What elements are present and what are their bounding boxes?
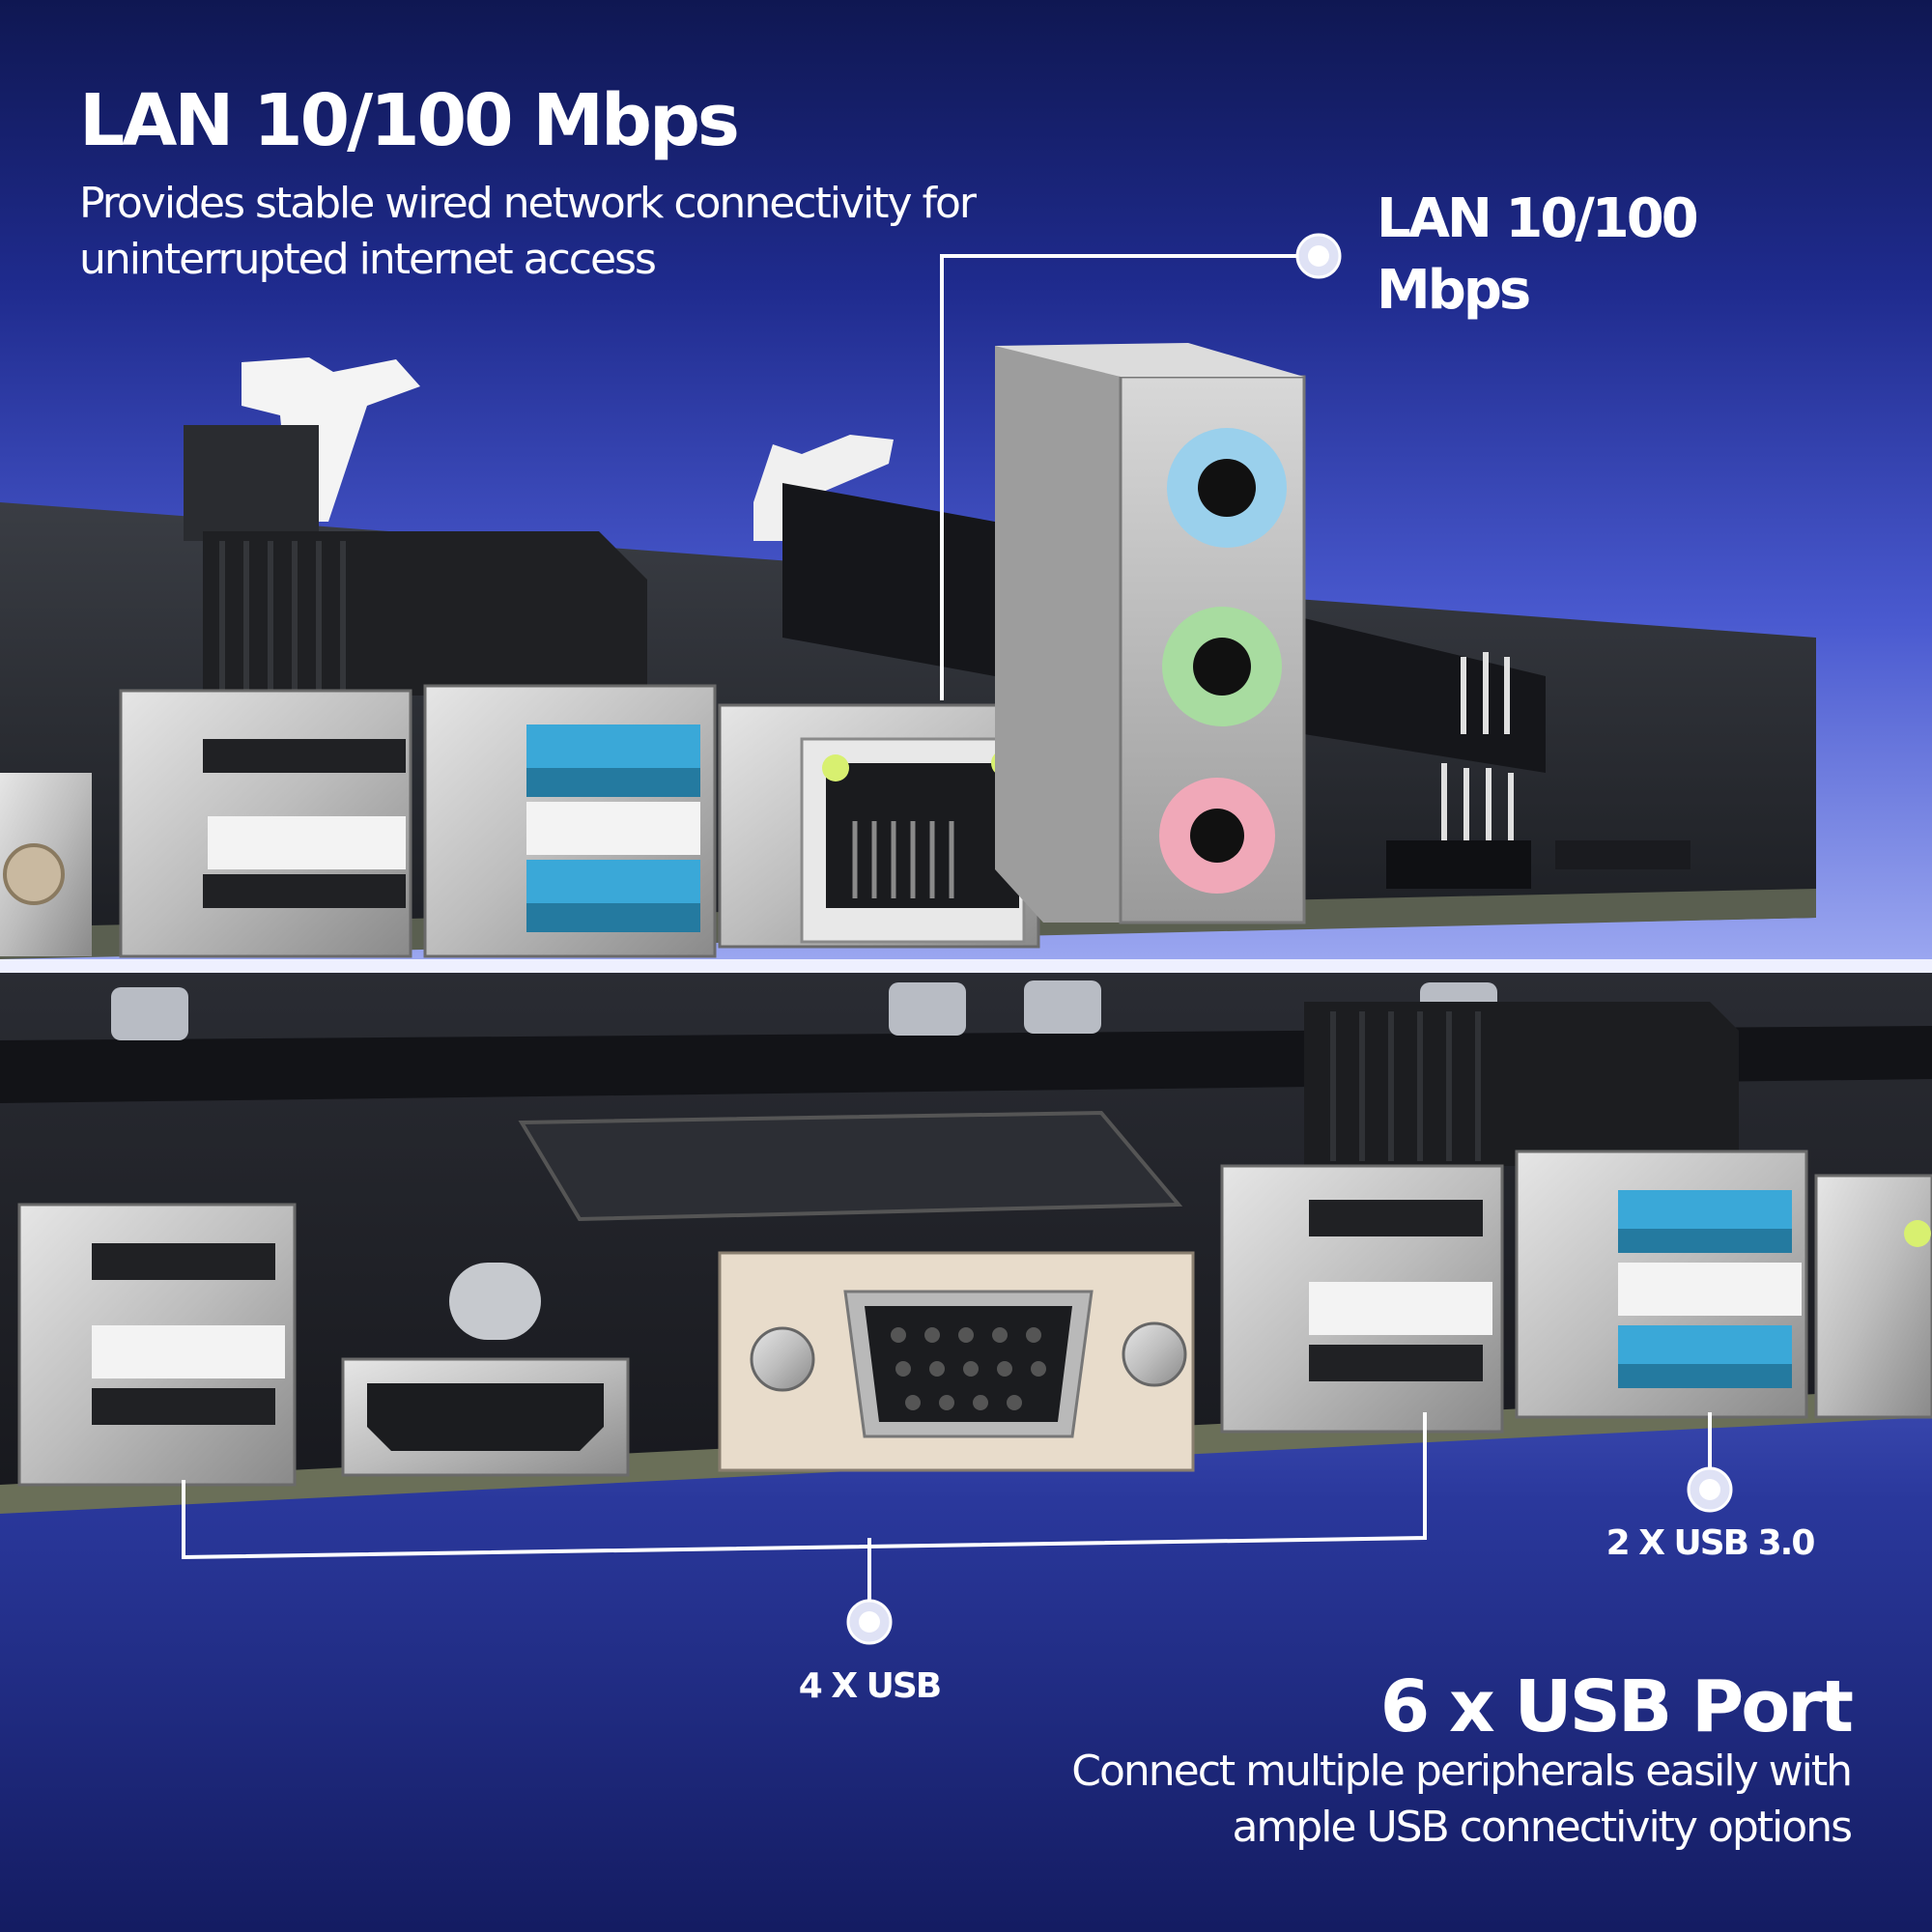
usb-description-line-2: ample USB connectivity options (1232, 1803, 1853, 1852)
description-line-2: uninterrupted internet access (79, 235, 657, 284)
motherboard-bottom-illustration (0, 973, 1932, 1645)
usb3-stack (423, 684, 717, 958)
hdmi-port (341, 1357, 630, 1477)
callout-label-usb: 4 X USB (798, 1666, 942, 1706)
usb2-stack-left (17, 1203, 297, 1487)
callout-label-usb30: 2 X USB 3.0 (1605, 1523, 1816, 1563)
slot-block (184, 425, 319, 541)
bottom-panel-usb (0, 973, 1932, 1932)
section-title-usb: 6 x USB Port (1379, 1665, 1854, 1748)
chip (1555, 840, 1690, 869)
standoff (3, 843, 65, 905)
cpu-socket (518, 1110, 1183, 1222)
audio-jack-block (995, 343, 1306, 924)
callout-label-lan: LAN 10/100 Mbps (1377, 184, 1724, 327)
pin-header (1441, 652, 1514, 850)
callout-line-lan (940, 254, 1319, 700)
callout-lan-line-1: LAN 10/100 (1377, 187, 1699, 250)
usb3-stack-right (1515, 1150, 1808, 1419)
description-line-1: Provides stable wired network connectivi… (79, 179, 977, 228)
capacitor (449, 1263, 541, 1340)
usb-description-line-1: Connect multiple peripherals easily with (1071, 1747, 1853, 1796)
callout-lan-line-2: Mbps (1377, 259, 1531, 322)
usb2-stack-middle (1220, 1164, 1504, 1434)
callout-bracket-usb (182, 1412, 1427, 1560)
motherboard-top-illustration (0, 233, 1816, 959)
lan-port-partial (1814, 1174, 1932, 1419)
vga-port (718, 1251, 1195, 1472)
usb2-stack-1 (119, 689, 412, 958)
section-description-lan: Provides stable wired network connectivi… (79, 176, 1045, 288)
heatsink (203, 531, 647, 696)
panel-divider (0, 959, 1932, 973)
heatsink-bottom (1304, 1002, 1739, 1166)
section-title-lan: LAN 10/100 Mbps (79, 79, 740, 162)
section-description-usb: Connect multiple peripherals easily with… (923, 1744, 1853, 1856)
header-base (1386, 840, 1531, 889)
lan-port (718, 703, 1040, 949)
top-panel-lan: LAN 10/100 Mbps Provides stable wired ne… (0, 0, 1932, 959)
